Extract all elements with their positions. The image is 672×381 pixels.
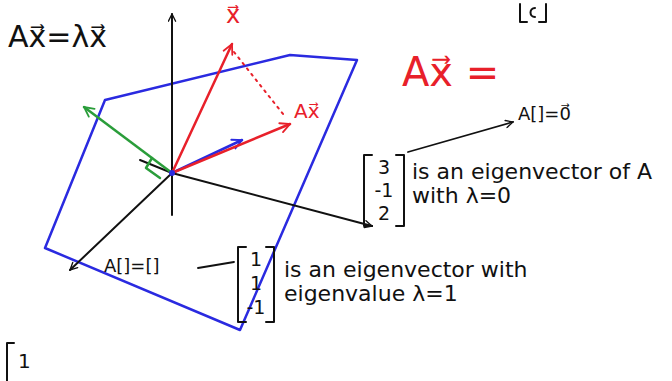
matrix-entry: 1 xyxy=(250,273,262,294)
equation: A[]=[] xyxy=(104,256,160,276)
bracket xyxy=(539,4,546,22)
bracket xyxy=(364,155,372,226)
equation: A[]=0⃗ xyxy=(518,104,571,124)
projection-line xyxy=(234,52,283,114)
pen-stroke xyxy=(531,8,536,17)
bracket xyxy=(266,247,274,322)
x-axis xyxy=(172,173,372,226)
bracket xyxy=(7,343,14,381)
vector-ax xyxy=(172,124,290,173)
leader-arrow xyxy=(408,122,513,152)
right-angle-mark xyxy=(146,158,160,178)
vector-label: Ax⃗ xyxy=(294,100,320,122)
heading-expression: Ax⃗ = xyxy=(402,50,499,94)
vector-label: x⃗ xyxy=(226,2,240,28)
vector-x xyxy=(172,44,232,173)
matrix-entry: 1 xyxy=(18,350,31,372)
z-axis xyxy=(171,14,173,215)
bracket xyxy=(238,247,246,322)
bracket xyxy=(396,155,404,226)
matrix-entry: 3 xyxy=(378,157,390,178)
matrix-entry: -1 xyxy=(375,180,394,201)
origin-dot xyxy=(169,170,175,176)
leader-line xyxy=(198,262,234,268)
bracket xyxy=(520,4,527,22)
equation: Ax⃗=λx⃗ xyxy=(8,20,107,53)
matrix-entry: -1 xyxy=(247,297,266,318)
matrix-entry: 1 xyxy=(250,249,262,270)
annotation: is an eigenvector with eigenvalue λ=1 xyxy=(284,258,546,306)
matrix-entry: 2 xyxy=(378,203,390,224)
annotation: is an eigenvector of A with λ=0 xyxy=(412,160,667,208)
normal-vector xyxy=(84,107,172,173)
